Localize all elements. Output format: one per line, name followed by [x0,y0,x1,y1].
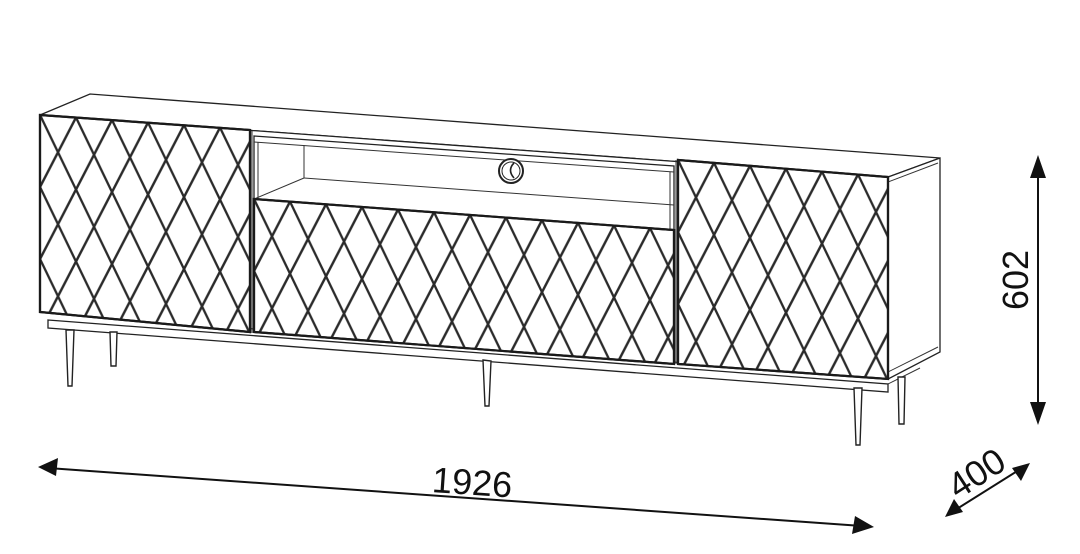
cabinet-side-panel [887,157,941,381]
height-dimension: 602 [995,155,1046,425]
depth-dimension: 400 [940,440,1030,517]
leg-back-left [109,331,118,367]
leg-back-right [897,376,906,425]
width-label: 1926 [431,459,514,505]
cabinet-plinth [47,319,889,393]
cable-grommet-icon [498,158,524,184]
depth-label: 400 [940,440,1013,507]
right-door [675,158,890,381]
leg-front-left [65,329,75,387]
leg-center [482,359,492,407]
legs [65,329,906,446]
leg-front-right [853,387,863,446]
left-door [38,113,253,334]
width-dimension: 1926 [38,458,874,534]
height-label: 602 [995,250,1036,310]
